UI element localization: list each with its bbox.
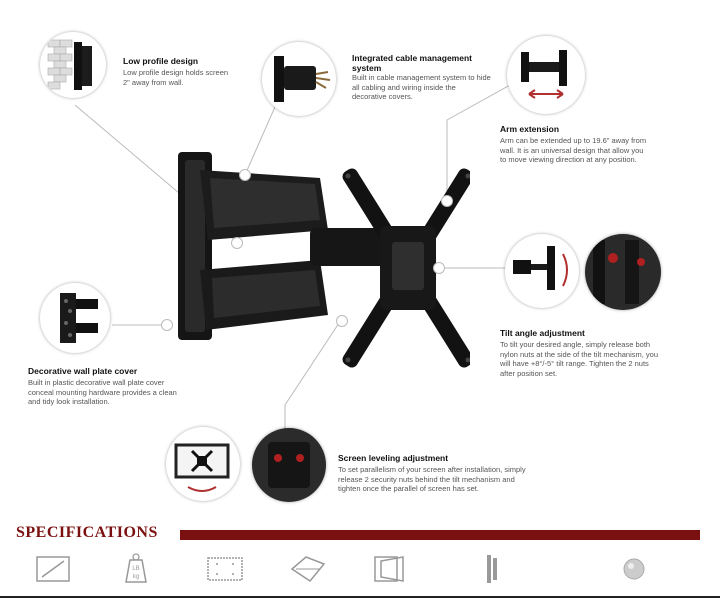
bottom-rule: [0, 596, 720, 598]
low-profile-desc: Low profile design holds screen 2" away …: [123, 68, 229, 87]
callout-dot-wall-plate: [161, 319, 173, 331]
wall-plate-detail-image: [40, 283, 110, 353]
callout-dot-cable: [239, 169, 251, 181]
tv-mount-illustration: [178, 152, 470, 368]
leveling-title: Screen leveling adjustment: [338, 453, 449, 463]
diagonal-size-icon: [36, 556, 70, 582]
callout-dot-tilt: [433, 262, 445, 274]
tilt-detail-image: [505, 234, 579, 308]
swivel-icon: [374, 556, 404, 582]
low-profile-detail-image: [40, 32, 106, 98]
weight-icon: LB kg: [125, 553, 147, 583]
callout-dot-arm: [441, 195, 453, 207]
leveling-detail-image: [166, 427, 240, 501]
leveling-desc: To set parallelism of your screen after …: [338, 465, 526, 493]
vesa-bracket: [342, 168, 470, 368]
arm-desc: Arm can be extended up to 19.6" away fro…: [500, 136, 647, 164]
specifications-bar: [180, 530, 700, 540]
low-profile-title: Low profile design: [123, 56, 199, 66]
tilt-nut-closeup-image: [585, 234, 661, 310]
profile-icon: [487, 555, 497, 583]
tilt-desc: To tilt your desired angle, simply relea…: [500, 340, 659, 378]
wall-plate-desc: Built in plastic decorative wall plate c…: [28, 378, 177, 406]
specifications-heading: SPECIFICATIONS: [16, 524, 158, 541]
cable-title: Integrated cable management system: [352, 53, 472, 73]
middle-arm: [310, 228, 390, 266]
tilt-title: Tilt angle adjustment: [500, 328, 585, 338]
cable-detail-image: [262, 42, 336, 116]
callout-dot-low-profile: [231, 237, 243, 249]
svg-text:kg: kg: [133, 574, 139, 580]
leveling-nut-closeup-image: [252, 428, 326, 502]
tilt-icon: [290, 556, 326, 583]
bubble-level-icon: [623, 558, 645, 580]
arm-detail-image: [507, 36, 585, 114]
cable-desc: Built in cable management system to hide…: [352, 73, 491, 101]
svg-text:LB: LB: [132, 566, 139, 572]
vesa-pattern-icon: [207, 557, 243, 581]
arm-title: Arm extension: [500, 124, 560, 134]
callout-dot-leveling: [336, 315, 348, 327]
wall-plate-title: Decorative wall plate cover: [28, 366, 138, 376]
